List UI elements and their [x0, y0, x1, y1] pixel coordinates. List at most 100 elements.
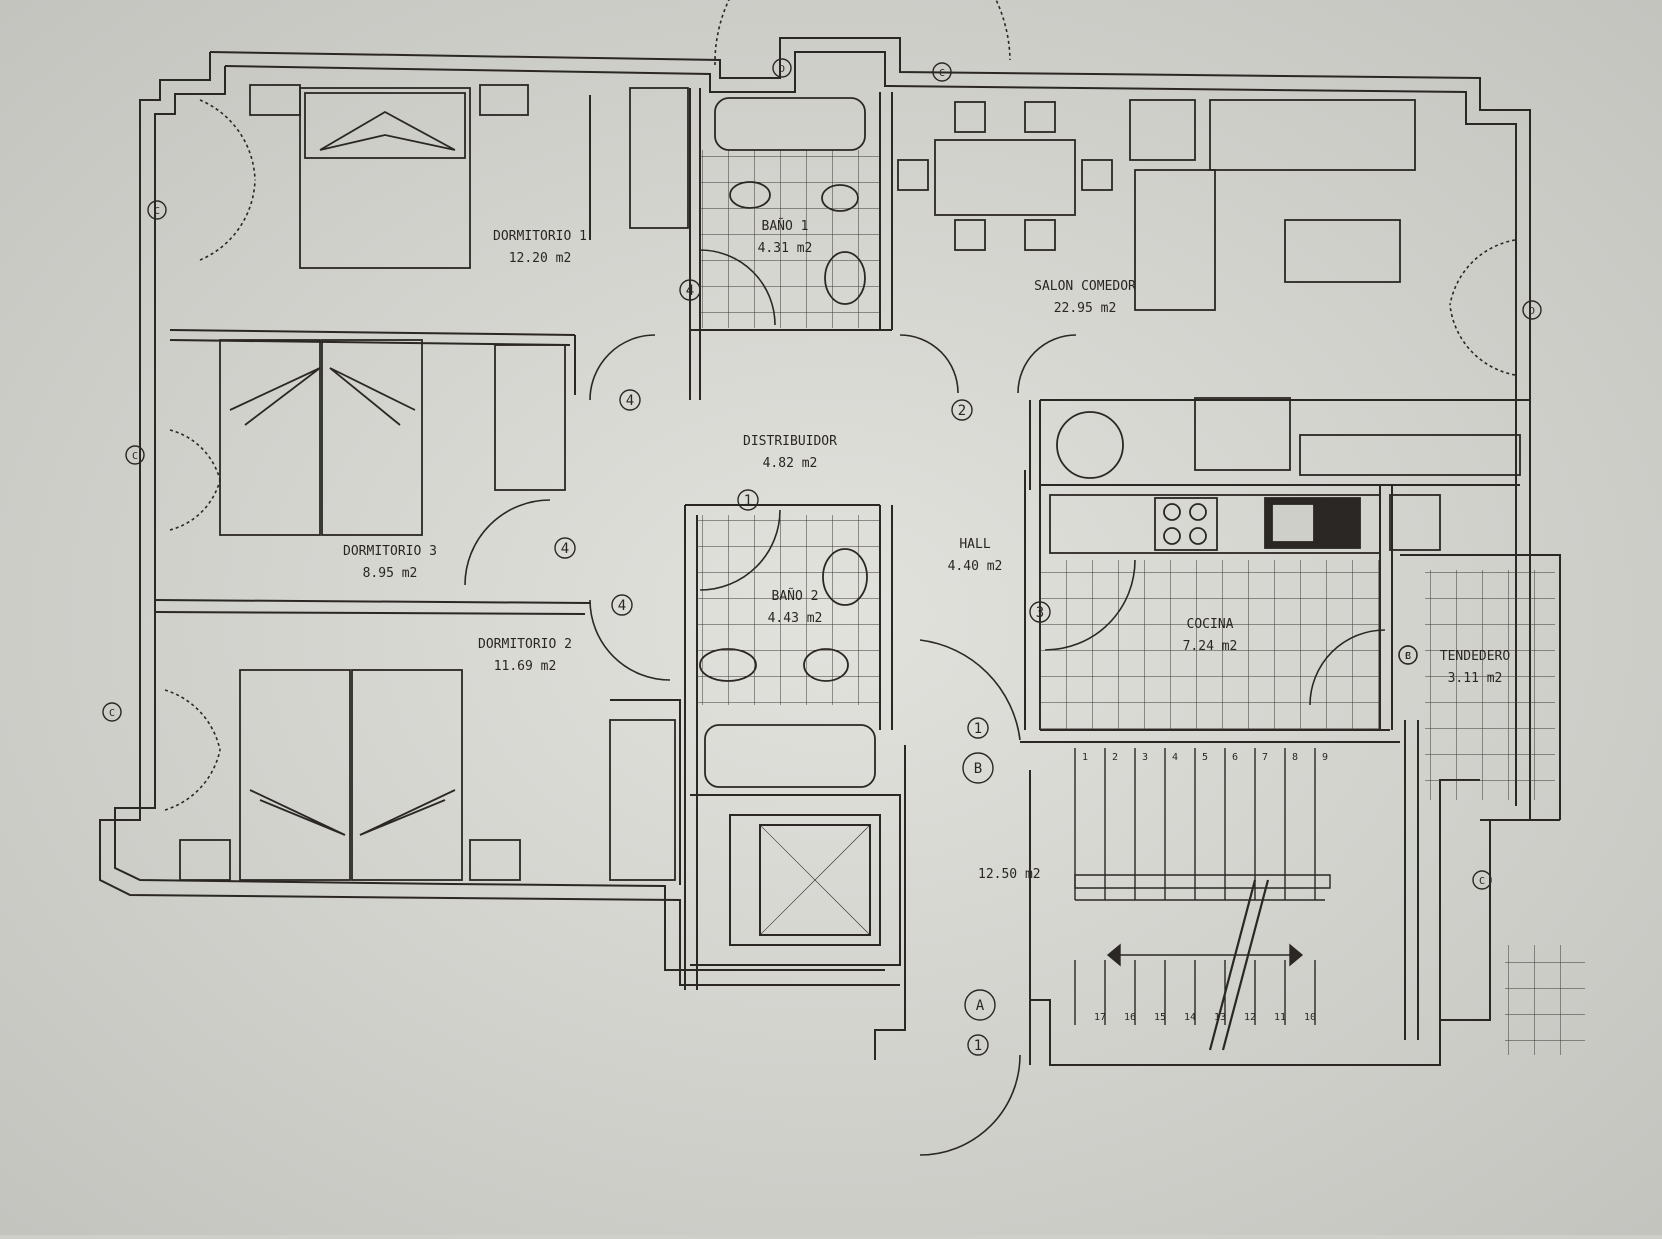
toilet-icon — [729, 181, 771, 209]
window-marker-d: D — [1529, 306, 1535, 317]
window-marker-c: C — [939, 68, 945, 79]
room-name-dormitorio-3: DORMITORIO 3 — [343, 544, 437, 559]
bathroom-1-tiles — [700, 150, 880, 328]
room-name-baño-2: BAÑO 2 — [772, 588, 819, 604]
bed-dormitorio-3-a — [219, 339, 321, 536]
nightstand-icon — [479, 84, 529, 116]
bathtub-icon — [704, 724, 876, 788]
bidet-icon — [803, 648, 849, 682]
armchair-icon — [1194, 397, 1291, 471]
room-area-baño-2: 4.43 m2 — [768, 611, 823, 626]
door-marker-4: 4 — [686, 283, 694, 299]
window-marker-c: C — [132, 451, 138, 462]
wardrobe-icon — [609, 719, 676, 881]
door-marker-circle — [967, 717, 989, 739]
window-marker-circle — [102, 702, 122, 722]
stair-number: 10 — [1304, 1012, 1316, 1023]
stair-number: 6 — [1232, 752, 1238, 763]
cooktop-icon — [1154, 497, 1218, 551]
door-marker-a: A — [976, 998, 985, 1014]
room-name-cocina: COCINA — [1187, 617, 1234, 632]
room-name-distribuidor: DISTRIBUIDOR — [743, 434, 837, 449]
sink-icon — [822, 548, 868, 606]
nightstand-icon — [179, 839, 231, 881]
room-area-dormitorio-1: 12.20 m2 — [509, 251, 572, 266]
room-area-baño-1: 4.31 m2 — [758, 241, 813, 256]
round-table-icon — [1056, 411, 1124, 479]
door-marker-4: 4 — [561, 541, 569, 557]
door-marker-circle — [619, 389, 641, 411]
window-marker-circle — [147, 200, 167, 220]
kitchen-tiles — [1040, 560, 1380, 730]
window-marker-c: C — [1479, 876, 1485, 887]
boiler-icon — [1389, 494, 1441, 551]
stair-number: 13 — [1214, 1012, 1226, 1023]
bidet-icon — [821, 184, 859, 212]
bed-dormitorio-2-b — [351, 669, 463, 881]
toilet-icon — [699, 648, 757, 682]
stair-number: 3 — [1142, 752, 1148, 763]
door-marker-1: 1 — [974, 1038, 982, 1054]
wardrobe-icon — [494, 344, 566, 491]
tiled-floors — [697, 150, 1585, 1055]
bed-dormitorio-1 — [299, 87, 471, 269]
window-marker-circle — [1522, 300, 1542, 320]
stair-number: 1 — [1082, 752, 1088, 763]
door-marker-4: 4 — [618, 598, 626, 614]
sink-icon — [824, 251, 866, 305]
room-area-dormitorio-3: 8.95 m2 — [363, 566, 418, 581]
stair-number: 12 — [1244, 1012, 1256, 1023]
window-marker-c: C — [1405, 651, 1411, 662]
nightstand-icon — [469, 839, 521, 881]
window-marker-c: C — [154, 206, 160, 217]
room-name-dormitorio-1: DORMITORIO 1 — [493, 229, 587, 244]
stair-number: 16 — [1124, 1012, 1136, 1023]
room-name-hall: HALL — [959, 537, 990, 552]
room-area-hall: 4.40 m2 — [948, 559, 1003, 574]
room-area-salon-comedor: 22.95 m2 — [1054, 301, 1117, 316]
bathtub-icon — [714, 97, 866, 151]
window-marker-circle — [125, 445, 145, 465]
coffee-table-icon — [1284, 219, 1401, 283]
room-area-tendedero: 3.11 m2 — [1448, 671, 1503, 686]
bathroom-2-tiles — [697, 515, 880, 705]
staircase — [1074, 748, 1331, 1051]
nightstand-icon — [249, 84, 301, 116]
furniture — [179, 84, 1521, 936]
room-name-baño-1: BAÑO 1 — [762, 218, 809, 234]
room-name-dormitorio-2: DORMITORIO 2 — [478, 637, 572, 652]
window-marker-circle — [772, 58, 792, 78]
door-marker-circle — [964, 989, 996, 1021]
window-marker-circle — [1472, 870, 1492, 890]
dining-table-icon — [934, 139, 1076, 216]
stair-number: 11 — [1274, 1012, 1286, 1023]
door-marker-4: 4 — [626, 393, 634, 409]
stair-number: 17 — [1094, 1012, 1106, 1023]
window-marker-b: B — [1405, 651, 1411, 662]
stair-number: 7 — [1262, 752, 1268, 763]
door-marker-1: 1 — [744, 493, 752, 509]
stair-number: 4 — [1172, 752, 1178, 763]
window-marker-circle — [932, 62, 952, 82]
door-marker-1: 1 — [974, 721, 982, 737]
stair-number: 8 — [1292, 752, 1298, 763]
bed-dormitorio-3-b — [321, 339, 423, 536]
sofa-icon — [1134, 169, 1216, 311]
door-marker-2: 2 — [958, 403, 966, 419]
window-marker-c: C — [109, 708, 115, 719]
door-marker-circle — [1029, 601, 1051, 623]
door-marker-3: 3 — [1036, 605, 1044, 621]
stair-number: 5 — [1202, 752, 1208, 763]
landing-area: 12.50 m2 — [978, 867, 1041, 882]
door-marker-circle — [679, 279, 701, 301]
window-marker-circle — [1398, 645, 1418, 665]
door-marker-circle — [611, 594, 633, 616]
window-marker-d: D — [779, 64, 785, 75]
stair-number: 9 — [1322, 752, 1328, 763]
door-marker-circle — [737, 489, 759, 511]
